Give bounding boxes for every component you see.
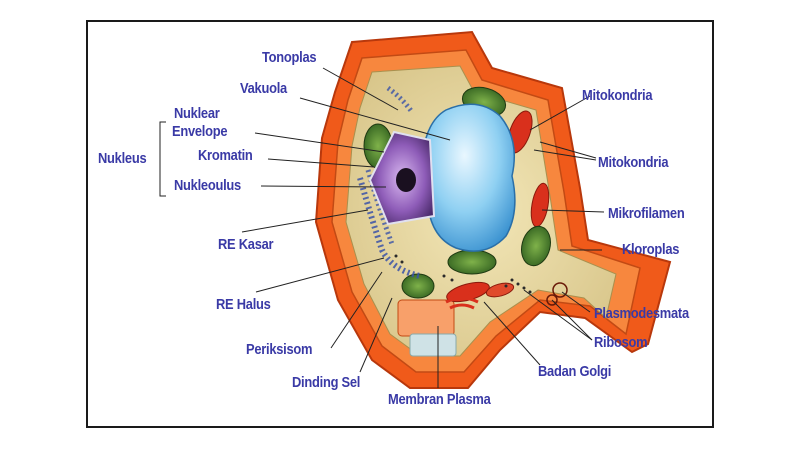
label-nukleus: Nukleus: [98, 150, 147, 167]
wall-chamber: [409, 333, 457, 357]
label-ribosom: Ribosom: [594, 334, 648, 351]
label-re-kasar: RE Kasar: [218, 236, 274, 253]
label-dinding-sel: Dinding Sel: [292, 374, 361, 391]
label-periksisom: Periksisom: [246, 341, 313, 358]
label-mitokondria-mid: Mitokondria: [598, 154, 669, 171]
ribosomes: [394, 254, 532, 294]
nucleolus: [396, 168, 416, 192]
label-mikrofilamen: Mikrofilamen: [608, 205, 685, 222]
chloroplast: [521, 225, 551, 267]
label-badan-golgi: Badan Golgi: [538, 363, 612, 380]
label-kloroplas: Kloroplas: [622, 241, 680, 258]
label-tonoplas: Tonoplas: [262, 49, 317, 66]
plasmodesmata: [546, 294, 558, 306]
label-membran-plasma: Membran Plasma: [388, 391, 491, 408]
vacuole: [422, 103, 516, 252]
label-re-halus: RE Halus: [216, 296, 271, 313]
label-vakuola: Vakuola: [240, 80, 287, 97]
rough-er: [365, 169, 395, 245]
label-envelope: Envelope: [172, 123, 228, 140]
chloroplast: [447, 249, 497, 275]
golgi: [445, 290, 479, 310]
wall-chamber: [397, 299, 455, 337]
label-mitokondria-top: Mitokondria: [582, 87, 653, 104]
label-plasmodesmata: Plasmodesmata: [594, 305, 689, 322]
label-kromatin: Kromatin: [198, 147, 253, 164]
label-nuklear: Nuklear: [174, 105, 220, 122]
plasmodesmata: [552, 282, 568, 298]
rough-er: [357, 177, 421, 279]
rough-er: [386, 85, 415, 114]
label-nukleoulus: Nukleoulus: [174, 177, 241, 194]
leader-lines: [159, 67, 605, 388]
